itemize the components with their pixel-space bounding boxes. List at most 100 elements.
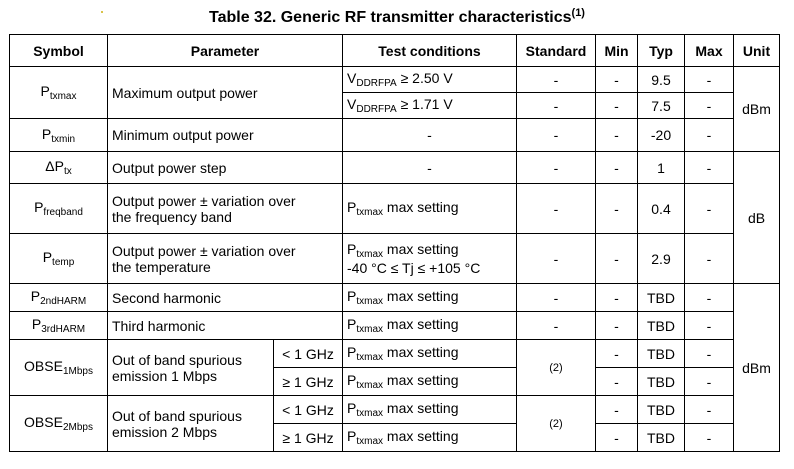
typ-cell: 0.4 [637, 183, 685, 234]
parameter-line: Out of band spurious [112, 351, 242, 368]
standard-cell: - [516, 311, 596, 340]
condition-line: Ptxmax max setting [347, 241, 512, 260]
parameter-line: emission 1 Mbps [112, 367, 218, 384]
header-symbol: Symbol [9, 34, 108, 67]
max-cell: - [684, 66, 734, 93]
cond-text: V [347, 70, 357, 86]
cond-subscript: txmax [356, 249, 384, 260]
typ-cell: TBD [637, 395, 685, 424]
cond-text: max setting [383, 400, 459, 416]
header-parameter: Parameter [107, 34, 343, 67]
cond-subscript: txmax [356, 380, 384, 391]
symbol-text: P [42, 249, 53, 265]
table-title-text: Table 32. Generic RF transmitter charact… [209, 9, 572, 26]
cond-text: P [347, 199, 357, 215]
header-max: Max [684, 34, 734, 67]
symbol-subscript: txmin [51, 133, 76, 145]
standard-cell: - [516, 233, 596, 284]
parameter-cell: Output power step [107, 151, 343, 184]
typ-cell: TBD [637, 283, 685, 312]
cond-text: max setting [383, 344, 459, 360]
cond-text: max setting [383, 288, 459, 304]
min-cell: - [595, 339, 638, 368]
table-row: ΔPtx Output power step - - - 1 - dB [9, 151, 780, 284]
symbol-subscript: 2Mbps [62, 422, 93, 433]
frequency-cell: < 1 GHz [273, 395, 343, 424]
symbol-cell: Pfreqband [9, 183, 108, 234]
symbol-cell: Ptxmin [9, 118, 108, 152]
cond-subscript: DDRFPA [356, 104, 397, 115]
parameter-line: the temperature [112, 258, 211, 275]
unit-cell: dB [733, 151, 780, 284]
parameter-line: the frequency band [112, 208, 232, 225]
symbol-subscript: tx [63, 166, 72, 177]
condition-cell: Ptxmax max setting [342, 423, 517, 452]
cond-text: P [347, 288, 357, 304]
header-standard: Standard [516, 34, 596, 67]
typ-cell: 1 [637, 151, 685, 184]
cond-text: P [347, 316, 357, 332]
typ-cell: TBD [637, 367, 685, 396]
cond-subscript: txmax [356, 296, 384, 307]
unit-cell: dBm [733, 66, 780, 152]
cond-subscript: txmax [356, 408, 384, 419]
symbol-cell: P3rdHARM [9, 311, 108, 340]
standard-cell: - [516, 118, 596, 152]
symbol-subscript: freqband [43, 207, 83, 218]
symbol-subscript: 3rdHARM [41, 324, 86, 335]
typ-cell: 7.5 [637, 92, 685, 119]
symbol-text: OBSE [24, 358, 63, 374]
table-row: P3rdHARM Third harmonic Ptxmax max setti… [9, 311, 780, 340]
typ-cell: TBD [637, 339, 685, 368]
cond-text: P [347, 372, 357, 388]
symbol-text: OBSE [24, 414, 63, 430]
frequency-cell: < 1 GHz [273, 339, 343, 368]
rf-transmitter-table: Symbol Parameter Test conditions Standar… [9, 34, 780, 452]
cond-subscript: txmax [356, 324, 384, 335]
table-row: ≥ 1 GHz Ptxmax max setting - TBD - [10, 367, 780, 396]
table-row: Ptxmin Minimum output power - - - -20 - [9, 118, 780, 152]
min-cell: - [595, 283, 638, 312]
parameter-cell: Maximum output power [107, 66, 343, 119]
max-cell: - [684, 395, 734, 424]
standard-cell: - [516, 66, 596, 93]
parameter-cell: Minimum output power [107, 118, 343, 152]
standard-note-cell: (2) [516, 339, 596, 396]
typ-cell: TBD [637, 423, 685, 452]
min-cell: - [595, 233, 638, 284]
min-cell: - [595, 66, 638, 93]
symbol-subscript: temp [52, 257, 75, 268]
min-cell: - [595, 183, 638, 234]
symbol-text: ΔP [45, 158, 64, 174]
table-row: ≥ 1 GHz Ptxmax max setting - TBD - [10, 423, 780, 452]
cond-text: max setting [383, 199, 459, 215]
header-row: Symbol Parameter Test conditions Standar… [9, 34, 780, 67]
cond-text: V [347, 96, 357, 112]
typ-cell: 2.9 [637, 233, 685, 284]
standard-cell: - [516, 183, 596, 234]
cond-text: ≥ 1.71 V [396, 96, 453, 112]
condition-cell: Ptxmax max setting [342, 283, 517, 312]
symbol-subscript: 1Mbps [62, 366, 93, 377]
min-cell: - [595, 311, 638, 340]
header-test-conditions: Test conditions [342, 34, 517, 67]
max-cell: - [684, 367, 734, 396]
cond-text: max setting [383, 316, 459, 332]
symbol-cell: OBSE2Mbps [9, 395, 108, 452]
cond-subscript: txmax [356, 207, 384, 218]
parameter-line: emission 2 Mbps [112, 423, 218, 440]
cond-text: ≥ 2.50 V [396, 70, 453, 86]
condition-cell: Ptxmax max setting [342, 395, 517, 424]
condition-cell: Ptxmax max setting [342, 311, 517, 340]
cond-text: P [347, 344, 357, 360]
standard-cell: - [516, 92, 596, 119]
condition-cell: VDDRFPA ≥ 2.50 V [342, 66, 517, 93]
